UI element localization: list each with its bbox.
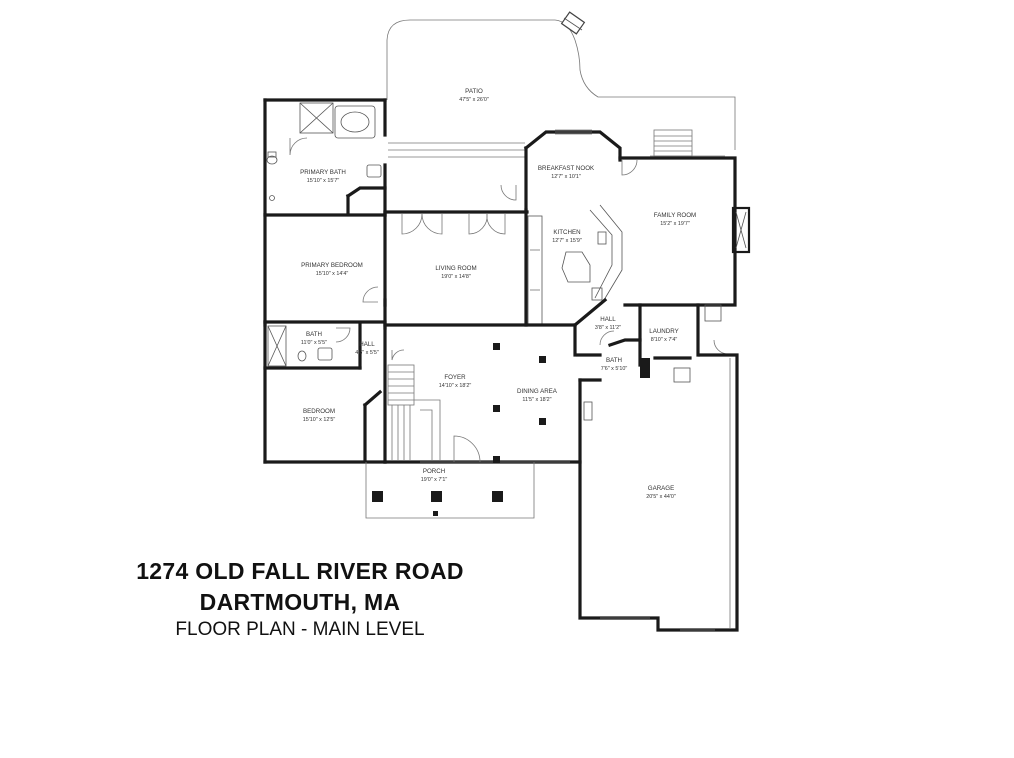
svg-text:3'8" x 11'2": 3'8" x 11'2" bbox=[595, 325, 621, 331]
address-city: DARTMOUTH, MA bbox=[199, 589, 401, 615]
svg-text:PRIMARY BEDROOM: PRIMARY BEDROOM bbox=[301, 262, 363, 269]
room-label-garage: GARAGE 20'5" x 44'0" bbox=[646, 485, 676, 500]
svg-text:19'0" x 7'1": 19'0" x 7'1" bbox=[421, 477, 448, 483]
room-label-laundry: LAUNDRY 8'10" x 7'4" bbox=[649, 328, 678, 343]
svg-text:15'10" x 12'5": 15'10" x 12'5" bbox=[303, 417, 336, 423]
room-label-family-room: FAMILY ROOM 15'2" x 19'7" bbox=[654, 212, 696, 227]
svg-text:KITCHEN: KITCHEN bbox=[553, 229, 580, 236]
svg-text:FOYER: FOYER bbox=[444, 374, 466, 381]
svg-text:BEDROOM: BEDROOM bbox=[303, 408, 335, 415]
svg-text:11'5" x 18'2": 11'5" x 18'2" bbox=[522, 397, 551, 403]
svg-text:20'5" x 44'0": 20'5" x 44'0" bbox=[646, 494, 676, 500]
svg-text:LAUNDRY: LAUNDRY bbox=[649, 328, 678, 335]
svg-text:7'6" x 5'10": 7'6" x 5'10" bbox=[601, 366, 628, 372]
room-label-primary-bath: PRIMARY BATH 15'10" x 15'7" bbox=[300, 169, 346, 184]
svg-text:FAMILY ROOM: FAMILY ROOM bbox=[654, 212, 696, 219]
svg-text:15'2" x 19'7": 15'2" x 19'7" bbox=[660, 221, 690, 227]
stairs bbox=[387, 364, 441, 460]
svg-text:19'0" x 14'8": 19'0" x 14'8" bbox=[441, 274, 471, 280]
svg-text:14'10" x 18'2": 14'10" x 18'2" bbox=[439, 383, 472, 389]
svg-text:HALL: HALL bbox=[600, 316, 616, 323]
svg-text:15'10" x 15'7": 15'10" x 15'7" bbox=[307, 178, 340, 184]
address-street: 1274 OLD FALL RIVER ROAD bbox=[136, 558, 464, 584]
room-label-bath-east: BATH 7'6" x 5'10" bbox=[601, 357, 628, 372]
room-label-bedroom: BEDROOM 15'10" x 12'5" bbox=[303, 408, 336, 423]
svg-text:BATH: BATH bbox=[306, 331, 322, 338]
primary-bath-walls bbox=[263, 98, 387, 217]
garage-walls bbox=[578, 353, 739, 632]
room-label-breakfast-nook: BREAKFAST NOOK 12'7" x 10'1" bbox=[538, 165, 595, 180]
room-label-kitchen: KITCHEN 12'7" x 15'9" bbox=[552, 229, 582, 244]
patio-steps bbox=[653, 129, 693, 157]
svg-text:PRIMARY BATH: PRIMARY BATH bbox=[300, 169, 346, 176]
svg-text:PATIO: PATIO bbox=[465, 88, 483, 95]
room-label-patio: PATIO 47'5" x 26'0" bbox=[459, 88, 489, 103]
room-label-foyer: FOYER 14'10" x 18'2" bbox=[439, 374, 472, 389]
central-walls bbox=[263, 208, 577, 330]
room-label-living-room: LIVING ROOM 19'0" x 14'8" bbox=[435, 265, 476, 280]
plan-caption: FLOOR PLAN - MAIN LEVEL bbox=[175, 619, 425, 640]
svg-text:GARAGE: GARAGE bbox=[648, 485, 674, 492]
room-label-hall-west: HALL 4'6" x 5'5" bbox=[355, 341, 379, 356]
svg-text:LIVING ROOM: LIVING ROOM bbox=[435, 265, 476, 272]
chimney-icon bbox=[560, 11, 586, 35]
svg-text:HALL: HALL bbox=[359, 341, 375, 348]
svg-text:47'5" x 26'0": 47'5" x 26'0" bbox=[459, 97, 489, 103]
room-label-bath-west: BATH 11'0" x 5'5" bbox=[301, 331, 327, 346]
svg-text:15'10" x 14'4": 15'10" x 14'4" bbox=[316, 271, 349, 277]
porch-outline bbox=[365, 462, 535, 519]
svg-text:BATH: BATH bbox=[606, 357, 622, 364]
svg-text:12'7" x 10'1": 12'7" x 10'1" bbox=[551, 174, 581, 180]
room-label-porch: PORCH 19'0" x 7'1" bbox=[421, 468, 448, 483]
west-wing-walls bbox=[263, 320, 441, 464]
svg-text:12'7" x 15'9": 12'7" x 15'9" bbox=[552, 238, 582, 244]
room-label-primary-bedroom: PRIMARY BEDROOM 15'10" x 14'4" bbox=[301, 262, 363, 277]
patio-outline bbox=[386, 11, 736, 158]
kitchen-block-walls bbox=[500, 129, 751, 383]
svg-text:PORCH: PORCH bbox=[423, 468, 445, 475]
svg-text:8'10" x 7'4": 8'10" x 7'4" bbox=[651, 337, 678, 343]
svg-text:11'0" x 5'5": 11'0" x 5'5" bbox=[301, 340, 327, 346]
foyer-walls bbox=[383, 323, 602, 464]
svg-text:BREAKFAST NOOK: BREAKFAST NOOK bbox=[538, 165, 595, 172]
svg-text:4'6" x 5'5": 4'6" x 5'5" bbox=[355, 350, 379, 356]
room-label-hall-kitchen: HALL 3'8" x 11'2" bbox=[595, 316, 621, 331]
svg-text:DINING AREA: DINING AREA bbox=[517, 388, 558, 395]
room-label-dining-area: DINING AREA 11'5" x 18'2" bbox=[517, 388, 558, 403]
